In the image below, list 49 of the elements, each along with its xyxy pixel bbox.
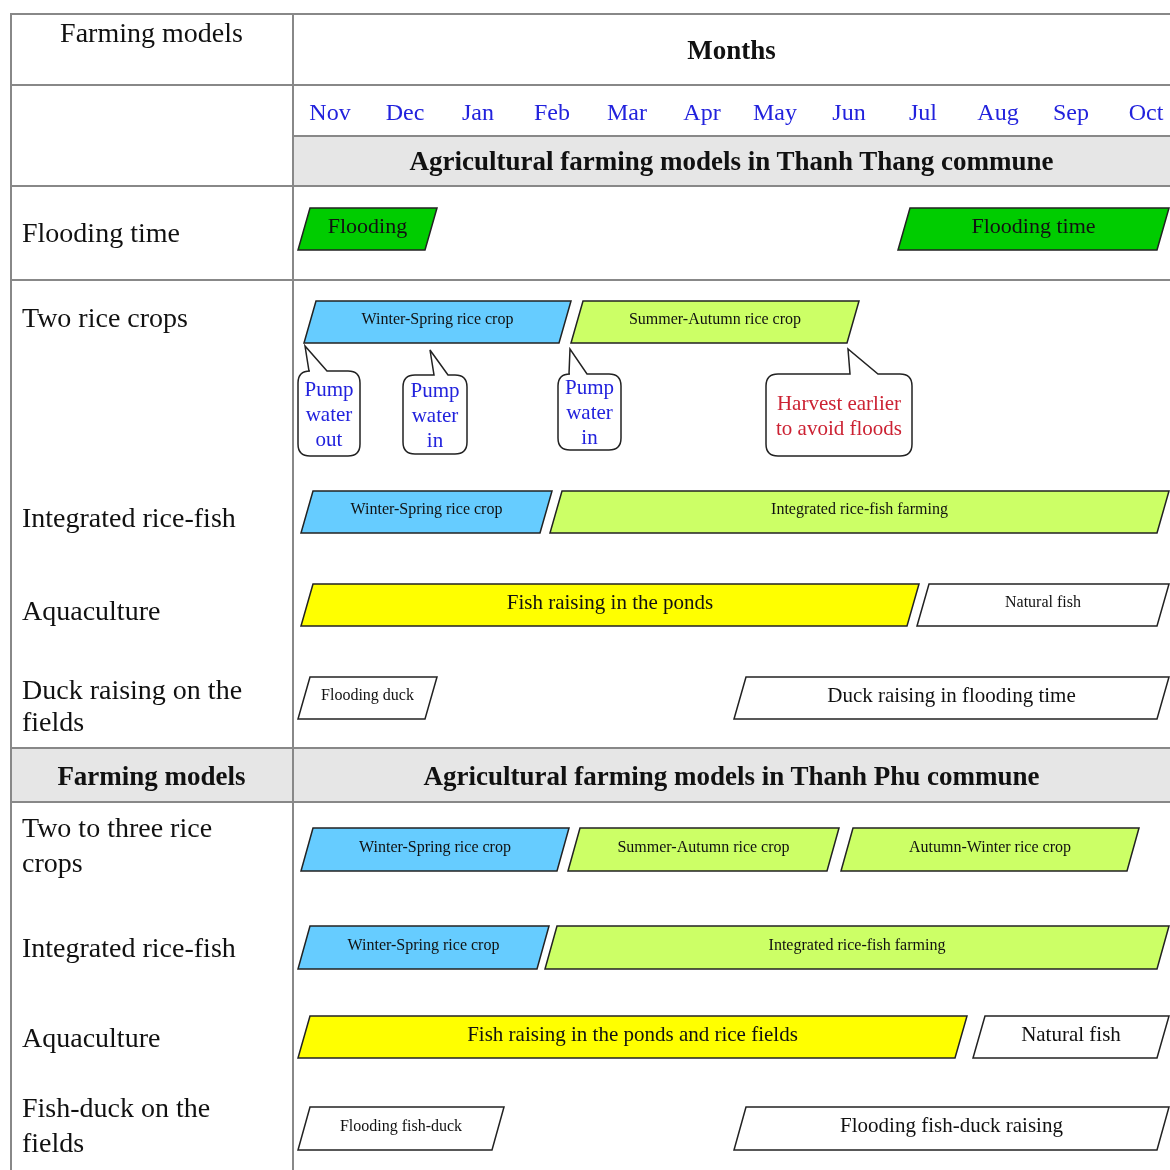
month-label: Mar — [606, 97, 648, 127]
timeline-bar: Flooding duck — [297, 676, 438, 720]
speech-bubble: Pump water in — [402, 349, 468, 455]
column-header: Farming models — [59, 16, 244, 49]
row-label: Two to three rice crops — [22, 811, 214, 880]
row-label: Flooding time — [22, 216, 181, 250]
timeline-bar: Integrated rice-fish farming — [544, 925, 1170, 970]
timeline-bar: Autumn-Winter rice crop — [840, 827, 1140, 872]
month-label: Jul — [908, 97, 938, 127]
timeline-bar: Integrated rice-fish farming — [549, 490, 1170, 534]
row-label: Integrated rice-fish — [22, 930, 237, 965]
month-label: Aug — [976, 97, 1020, 127]
month-label: Nov — [308, 97, 352, 127]
section-heading: Agricultural farming models in Thanh Phu commune — [422, 759, 1041, 793]
month-label: Dec — [384, 97, 426, 127]
timeline-bar: Fish raising in the ponds and rice fields — [297, 1015, 968, 1059]
timeline-bar: Summer-Autumn rice crop — [567, 827, 840, 872]
row-label: Integrated rice-fish — [22, 500, 237, 535]
timeline-bar: Flooding time — [897, 207, 1170, 251]
timeline-bar: Winter-Spring rice crop — [297, 925, 550, 970]
speech-bubble: Pump water in — [557, 348, 622, 451]
speech-bubble: Pump water out — [297, 345, 361, 457]
row-label: Fish-duck on the fields — [22, 1091, 212, 1160]
timeline-bar: Duck raising in flooding time — [733, 676, 1170, 720]
row-label: Two rice crops — [22, 301, 189, 335]
column-header: Farming models — [56, 759, 247, 793]
timeline-bar: Winter-Spring rice crop — [300, 490, 553, 534]
month-label: Feb — [533, 97, 571, 127]
timeline-bar: Winter-Spring rice crop — [303, 300, 572, 344]
timeline-bar: Flooding fish-duck — [297, 1106, 505, 1151]
month-label: May — [752, 97, 798, 127]
timeline-bar: Summer-Autumn rice crop — [570, 300, 860, 344]
month-label: Jan — [461, 97, 495, 127]
speech-bubble: Harvest earlier to avoid floods — [765, 348, 913, 457]
row-label: Duck raising on the fields — [22, 672, 244, 739]
timeline-bar: Flooding — [297, 207, 438, 251]
timeline-bar: Flooding fish-duck raising — [733, 1106, 1170, 1151]
month-label: Apr — [682, 97, 722, 127]
month-label: Sep — [1052, 97, 1090, 127]
timeline-bar: Fish raising in the ponds — [300, 583, 920, 627]
timeline-bar: Natural fish — [972, 1015, 1170, 1059]
month-label: Jun — [831, 97, 867, 127]
section-heading: Agricultural farming models in Thanh Thang commune — [408, 144, 1055, 178]
row-label: Aquaculture — [22, 593, 162, 628]
timeline-bar: Natural fish — [916, 583, 1170, 627]
timeline-bar: Winter-Spring rice crop — [300, 827, 570, 872]
row-label: Aquaculture — [22, 1020, 162, 1055]
column-header: Months — [686, 33, 777, 67]
month-label: Oct — [1127, 97, 1165, 127]
